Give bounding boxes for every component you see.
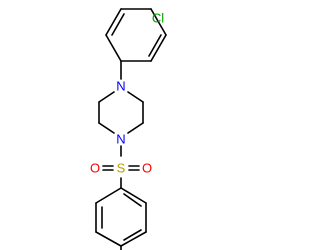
piperazine-ring [98, 91, 144, 134]
ring1-double-bond-inner-2 [148, 34, 162, 57]
ring2-bond-4 [120, 231, 147, 247]
ring1-bond-1 [105, 34, 122, 62]
ring2-bond-1 [95, 187, 122, 204]
ring1-bond-4 [150, 8, 167, 36]
ring2-double-bond-inner-2 [123, 229, 142, 241]
pip-bond-4 [127, 122, 144, 134]
tolyl-ring [95, 187, 147, 247]
ring2-bond-6 [120, 187, 147, 204]
pip-bond-1 [98, 91, 115, 103]
ring1-bond-2 [105, 8, 122, 36]
ring2-bond-3 [95, 231, 122, 247]
pip-bond-3 [98, 122, 115, 134]
chlorine-atom-label: Cl [152, 11, 164, 26]
sulfur-atom-label: S [117, 161, 126, 176]
ring1-double-bond-inner-1 [111, 13, 125, 36]
nitrogen-bottom-atom-label: N [116, 132, 125, 147]
oxygen-left-atom-label: O [90, 161, 100, 176]
oxygen-right-atom-label: O [142, 161, 152, 176]
ring2-double-bond-inner-3 [123, 193, 142, 207]
nitrogen-top-atom-label: N [116, 79, 125, 94]
chlorophenyl-ring [105, 8, 167, 62]
pip-bond-6 [127, 91, 144, 103]
ring1-bond-5 [150, 34, 167, 62]
molecule-structure-diagram: Cl N N S O O [90, 8, 167, 250]
sulfonyl-oxygen-bonds [102, 165, 140, 171]
